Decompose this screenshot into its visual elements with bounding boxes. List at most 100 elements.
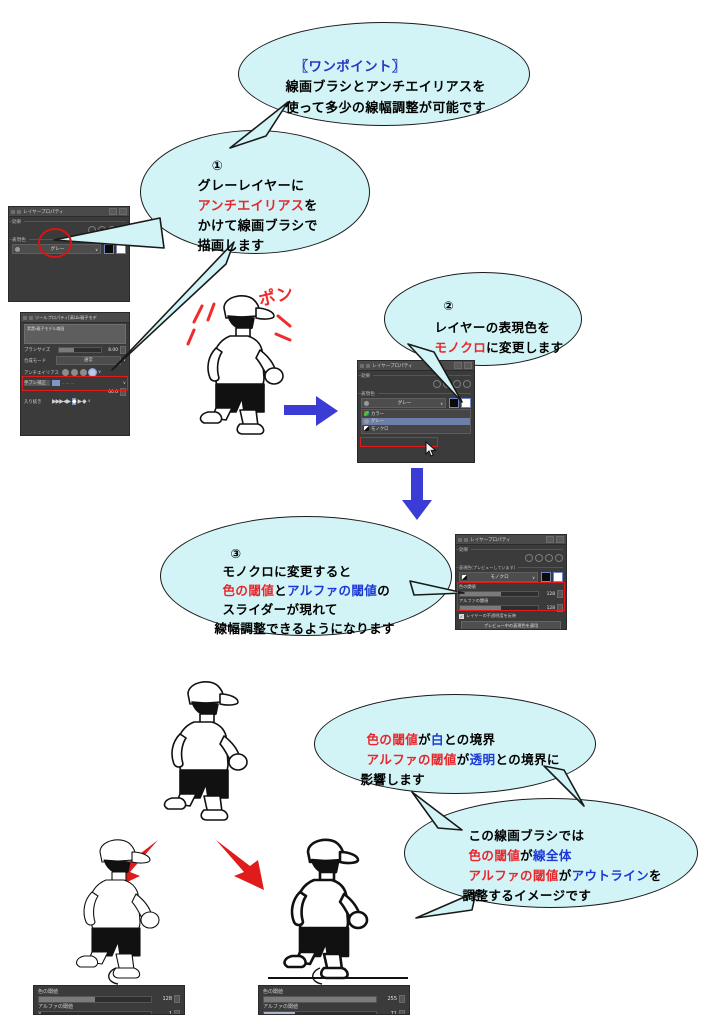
alpha-threshold-value[interactable]: 128 [546, 605, 555, 611]
halftone-effect-icon[interactable] [545, 554, 553, 562]
summary-l3-blue: アウトライン [571, 868, 650, 883]
chevron-down-icon[interactable]: ∨ [95, 246, 98, 252]
swatch-black[interactable] [541, 572, 551, 582]
chevron-down-icon[interactable]: ∨ [440, 400, 443, 406]
mouse-cursor-icon [425, 440, 437, 461]
inout-icons[interactable]: ▶▶▶◀▶ ◆ ▶ ◆ [52, 398, 87, 405]
chevron-down-icon[interactable]: ∨ [122, 380, 126, 386]
menu-icon[interactable] [23, 315, 27, 320]
expression-color-combo[interactable]: モノクロ ∨ [459, 572, 538, 582]
bubble-shape [238, 22, 530, 126]
color-threshold-spinner[interactable] [399, 995, 405, 1003]
checkbox-checked-icon[interactable]: ✓ [459, 613, 464, 619]
color-swatch-icon [364, 411, 369, 417]
bubble-tail-summary-bottom [412, 888, 482, 924]
alpha-threshold-spinner[interactable] [557, 604, 563, 612]
swatch-white[interactable] [553, 572, 563, 582]
border-effect-icon[interactable] [525, 554, 533, 562]
antialias-mid-icon[interactable] [80, 369, 87, 376]
antialias-strong-icon[interactable] [88, 368, 97, 377]
chevron-down-icon[interactable]: ∨ [532, 574, 535, 580]
antialias-none-icon[interactable] [62, 369, 69, 376]
option-monochrome[interactable]: モノクロ [362, 425, 470, 433]
tone-effect-icon[interactable] [535, 554, 543, 562]
alpha-threshold-value[interactable]: 71 [390, 1011, 397, 1015]
panel-titlebar[interactable]: ツールプロパティ[素Ш・親子モデ [21, 313, 129, 323]
border-effect-icon[interactable] [433, 380, 441, 388]
arrow-down-blue [400, 466, 434, 522]
swatch-black[interactable] [449, 398, 459, 408]
step2-line2-rest: に変更します [486, 340, 564, 355]
panel-btn-1[interactable] [454, 362, 462, 369]
color-threshold-value[interactable]: 128 [162, 996, 172, 1002]
panel-btn-2[interactable] [464, 362, 472, 369]
inout-row[interactable]: 入り抜き ▶▶▶◀▶ ◆ ▶ ◆ ∨ [21, 397, 129, 406]
tool-preset-preview[interactable]: 素置・親子モデル線画 [24, 324, 126, 344]
highlight-box-antialias [22, 376, 128, 391]
stabilizer-toggle[interactable] [52, 380, 60, 386]
gray-swatch-icon [15, 246, 20, 252]
stabilizer-value-row[interactable]: 00.0 [21, 387, 129, 397]
brush-size-slider[interactable] [58, 347, 102, 353]
panel-btn-1[interactable] [546, 536, 554, 543]
brush-size-spinner[interactable] [120, 346, 126, 354]
alpha-threshold-spinner[interactable] [399, 1010, 405, 1014]
bubble-shape [140, 130, 370, 254]
effect-l1-mid: が [418, 732, 432, 747]
halftone-effect-icon[interactable] [453, 380, 461, 388]
panel-btn-1[interactable] [109, 208, 117, 215]
color-swatches[interactable] [449, 398, 474, 408]
menu-icon[interactable] [11, 209, 15, 214]
color-threshold-slider[interactable] [459, 591, 539, 597]
effect-icon-row[interactable] [456, 553, 566, 563]
antialias-weak-icon[interactable] [71, 369, 78, 376]
alpha-threshold-spinner[interactable] [174, 1010, 180, 1014]
panel-titlebar[interactable]: レイヤープロパティ [358, 361, 474, 371]
option-color[interactable]: カラー [362, 410, 470, 418]
panel-threshold-left[interactable]: 色の閾値 128 アルファの閾値 1 [33, 985, 185, 1015]
expression-color-combo[interactable]: グレー ∨ [361, 398, 446, 408]
option-gray[interactable]: グレー [362, 417, 470, 425]
stabilizer-row[interactable]: 手ブレ補正 ·· ··· ··· ∨ [24, 380, 126, 386]
chevron-down-icon[interactable]: ∨ [122, 358, 126, 363]
expression-color-option-list[interactable]: カラー グレー モノクロ [361, 409, 471, 434]
panel-btn-2[interactable] [119, 208, 127, 215]
alpha-threshold-slider[interactable] [263, 1010, 377, 1014]
brush-size-value[interactable]: 8.00 [108, 347, 118, 353]
stabilizer-spinner[interactable] [120, 388, 126, 396]
alpha-threshold-slider[interactable] [38, 1010, 152, 1014]
color-threshold-value[interactable]: 128 [546, 591, 555, 597]
alpha-threshold-value[interactable]: 1 [168, 1011, 172, 1015]
panel-layer-property-dropdown[interactable]: レイヤープロパティ 効果 表現色 グレー ∨ [357, 360, 475, 463]
brush-size-row[interactable]: ブラシサイズ 8.00 [21, 345, 129, 355]
color-threshold-slider[interactable] [38, 995, 152, 1003]
panel-titlebar[interactable]: レイヤープロパティ [456, 535, 566, 545]
color-threshold-spinner[interactable] [557, 590, 563, 598]
color-swatches[interactable] [541, 572, 566, 582]
effect-icon-row[interactable] [358, 379, 474, 389]
effect-section-label: 効果 [456, 545, 566, 553]
chevron-down-icon[interactable]: ∨ [87, 399, 91, 404]
menu-icon[interactable] [458, 537, 462, 542]
swatch-white[interactable] [461, 398, 471, 408]
panel-layer-property-gray[interactable]: レイヤープロパティ 効果 表現色 グレー ∨ [8, 206, 130, 302]
layer-property-icon [17, 209, 21, 214]
apply-preview-button[interactable]: プレビュー中の表現色を適用 [461, 621, 561, 629]
summary-l3-mid: が [558, 868, 572, 883]
panel-titlebar[interactable]: レイヤープロパティ [9, 207, 129, 217]
gray-swatch-icon [364, 400, 369, 406]
stabilizer-value[interactable]: 00.0 [108, 389, 118, 395]
panel-btn-2[interactable] [556, 536, 564, 543]
panel-threshold-right[interactable]: 色の閾値 255 アルファの閾値 71 [258, 985, 410, 1015]
color-threshold-value[interactable]: 255 [387, 996, 397, 1002]
color-threshold-spinner[interactable] [174, 995, 180, 1003]
layer-color-icon[interactable] [463, 380, 471, 388]
antialias-row[interactable]: アンチエイリアス ∨ [21, 366, 129, 379]
reflect-opacity-row[interactable]: ✓ レイヤーの不透明度を反映 [456, 612, 566, 620]
chevron-down-icon[interactable]: ∨ [98, 370, 102, 375]
menu-icon[interactable] [360, 363, 364, 368]
step3-line2-mid: と [274, 583, 288, 598]
layer-color-icon[interactable] [555, 554, 563, 562]
color-threshold-slider[interactable] [263, 995, 377, 1003]
tool-preset-label: 素置・親子モデル線画 [27, 326, 65, 331]
